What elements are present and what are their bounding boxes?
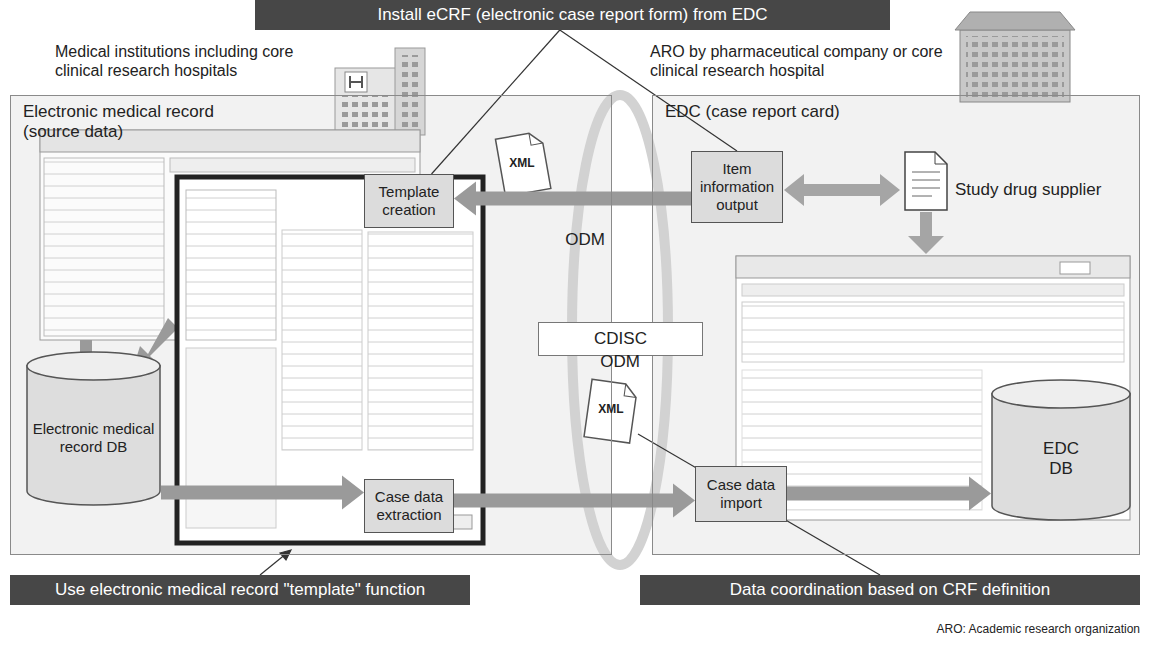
arrowhead: [342, 476, 364, 510]
box-text: Case data extraction: [370, 488, 448, 524]
connector-shaft: [787, 487, 969, 501]
database-cylinder: EDC DB: [991, 379, 1131, 521]
edc-screen: [736, 256, 1130, 520]
free-label: ODM: [590, 352, 650, 372]
arrowhead: [454, 182, 476, 216]
xml-document-icon: [584, 379, 638, 443]
free-label: ODM: [555, 230, 615, 250]
panel-frame: EDC (case report card) Item information o…: [652, 95, 1140, 555]
down-arrow: [908, 212, 944, 254]
cylinder-top: [27, 352, 160, 380]
box-text: Use electronic medical record "template"…: [55, 580, 425, 600]
leader-connector: [432, 30, 560, 174]
note-bar: Data coordination based on CRF definitio…: [640, 575, 1140, 605]
standard-box: CDISC: [538, 322, 703, 356]
connector-shaft: [161, 486, 342, 500]
free-label: ARO by pharmaceutical company or core cl…: [650, 42, 950, 80]
box-text: Case data import: [701, 476, 781, 512]
cylinder-text-area: EDC DB: [991, 413, 1131, 505]
database-label: Electronic medical record DB: [29, 420, 159, 456]
panel-heading: EDC (case report card): [665, 102, 925, 122]
database-label: EDC DB: [1031, 439, 1091, 480]
flow-arrow: [454, 182, 691, 216]
free-label: Study drug supplier: [955, 180, 1145, 200]
xml-document-icon: [495, 131, 550, 196]
leader-line: [260, 434, 880, 575]
connector-shaft: [454, 494, 673, 508]
cylinder-text-area: Electronic medical record DB: [26, 385, 161, 490]
box-text: Install eCRF (electronic case report for…: [377, 5, 767, 25]
box-text: Template creation: [370, 183, 448, 219]
box-text: Item information output: [697, 160, 777, 214]
connector-shaft: [432, 30, 560, 174]
free-label: XML: [500, 156, 544, 170]
box-text: Data coordination based on CRF definitio…: [730, 580, 1050, 600]
flow-arrow: [161, 476, 364, 510]
hospital-icon: [335, 48, 425, 135]
panel-heading: Electronic medical record (source data): [23, 102, 243, 143]
free-label: XML: [588, 402, 634, 416]
supplier-document-icon: [905, 152, 947, 210]
arrowhead: [969, 477, 991, 511]
flow-arrow: [454, 484, 695, 518]
process-box: Case data extraction: [364, 479, 454, 533]
cylinder-body: [992, 393, 1130, 520]
cylinder-top: [992, 380, 1130, 408]
free-label: Medical institutions including core clin…: [55, 42, 335, 80]
process-box: Item information output: [691, 151, 783, 223]
aro-building-icon: [955, 12, 1075, 102]
connector-shaft: [476, 192, 691, 206]
note-bar: Install eCRF (electronic case report for…: [255, 0, 890, 30]
free-label: ARO: Academic research organization: [780, 622, 1140, 636]
process-box: Template creation: [364, 174, 454, 228]
arrowhead: [673, 484, 695, 518]
note-bar: Use electronic medical record "template"…: [10, 575, 470, 605]
database-cylinder: Electronic medical record DB: [26, 351, 161, 506]
double-arrow: [784, 174, 900, 206]
box-text: CDISC: [594, 329, 647, 349]
panel-ground: [10, 95, 612, 555]
panel-ground: [652, 95, 1140, 555]
flow-arrow: [787, 477, 991, 511]
process-box: Case data import: [695, 466, 787, 522]
cylinder-body: [27, 365, 160, 505]
